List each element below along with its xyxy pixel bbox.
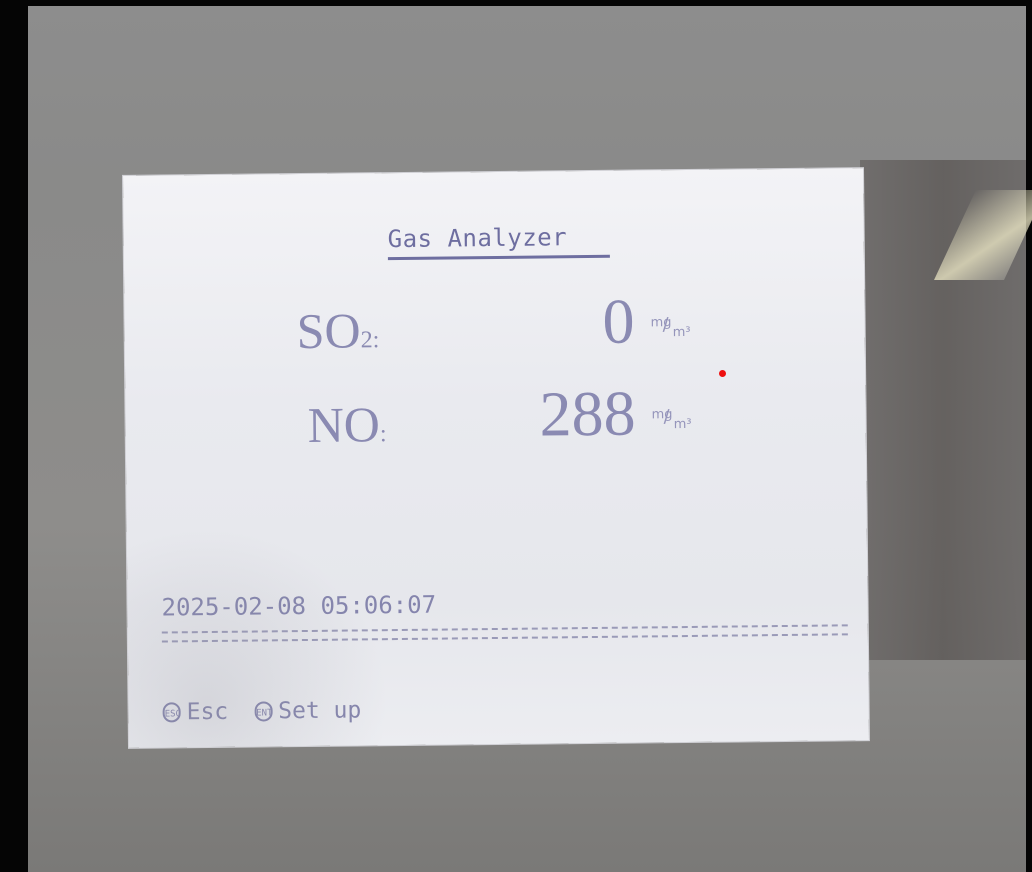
no-label-separator: :	[379, 421, 387, 448]
so2-label-text: SO	[296, 302, 361, 360]
no-label-text: NO	[307, 396, 381, 453]
screen-title: Gas Analyzer	[387, 223, 568, 254]
enter-key-icon: ENT	[254, 701, 273, 722]
esc-key-icon: ESC	[162, 702, 181, 723]
title-underline	[387, 254, 610, 261]
red-indicator-dot	[719, 370, 726, 377]
so2-label: SO2:	[296, 301, 379, 360]
no-label: NO:	[307, 395, 386, 454]
no-value: 288	[539, 377, 636, 450]
lcd-screen: Gas Analyzer SO2: 0 mg / m³ NO: 288 mg /…	[123, 168, 869, 748]
no-unit-denominator: m³	[673, 416, 692, 433]
dashed-divider-top	[161, 624, 848, 634]
so2-unit-denominator: m³	[672, 324, 691, 341]
so2-value: 0	[602, 285, 635, 357]
so2-label-subscript: 2	[360, 327, 373, 354]
datetime-display: 2025-02-08 05:06:07	[161, 590, 437, 622]
esc-softkey-label[interactable]: Esc	[186, 698, 229, 726]
so2-unit-slash: /	[662, 314, 669, 336]
no-unit-slash: /	[663, 406, 670, 428]
setup-softkey-label[interactable]: Set up	[278, 697, 362, 725]
softkey-footer: ESC Esc ENT Set up	[162, 697, 362, 726]
dashed-divider-bottom	[161, 633, 848, 643]
so2-label-separator: :	[372, 327, 380, 354]
